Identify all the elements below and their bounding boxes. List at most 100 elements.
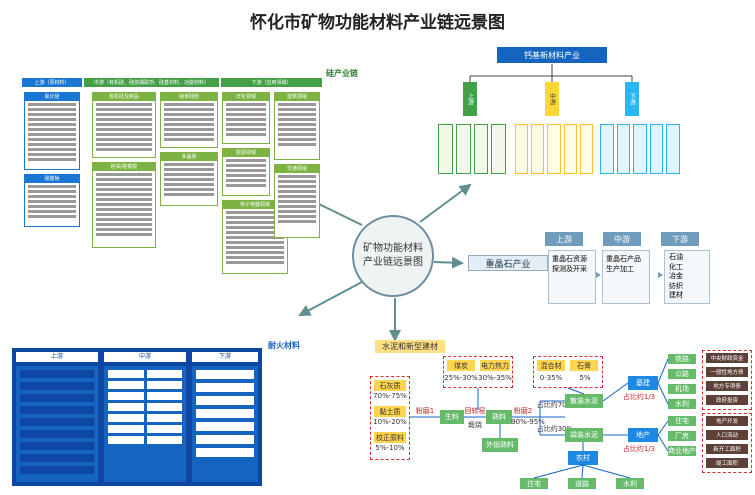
share-bulk: 占比约70%: [536, 401, 574, 409]
raw-limestone-pct: 70%-75%: [373, 392, 407, 400]
realty-drivers-group: [702, 413, 752, 473]
step-clinker: 熟料: [486, 410, 512, 424]
barite-down-item: 冶金: [669, 272, 683, 280]
group-polysilicon: 多晶硅: [160, 152, 218, 160]
raw-corrective-pct: 5%-10%: [375, 444, 405, 452]
barite-label: 重晶石产业: [468, 255, 548, 271]
group-energy: 能源领域: [222, 148, 270, 156]
raw-material-group: [370, 376, 410, 460]
refractory-up-list: [16, 366, 98, 482]
group-transport: 交通领域: [274, 164, 320, 172]
calcium-midstream-items: [515, 124, 594, 174]
infra-driver: 一般性地方债: [706, 367, 748, 377]
barite-down-item: 建材: [669, 291, 683, 299]
group-organic-silicon-list: [92, 100, 156, 158]
infra-item: 机场: [668, 384, 696, 394]
infra-item: 铁路: [668, 354, 696, 364]
infra-share: 占比约1/3: [622, 393, 656, 401]
band-downstream: 下游（应用领域）: [221, 78, 322, 87]
calcium-upstream-items: [438, 124, 506, 174]
infra-driver: 政府投资: [706, 395, 748, 405]
infra-node: 基建: [628, 376, 658, 390]
share-bag: 占比约30%: [536, 425, 574, 433]
rural-item: 住宅: [520, 478, 548, 489]
infra-driver: 中央财政资金: [706, 353, 748, 363]
calcium-upstream: 上游: [463, 82, 477, 116]
refractory-panel: 上游 中游 下游: [12, 348, 262, 486]
group-transport-list: [274, 172, 320, 238]
calcium-chain-title: 钙基新材料产业: [497, 47, 607, 63]
group-daily-chem-list: [222, 100, 270, 144]
barite-down-item: 化工: [669, 262, 683, 271]
realty-item: 厂房: [668, 431, 696, 441]
page-title: 怀化市矿物功能材料产业链远景图: [250, 13, 505, 33]
calcium-downstream: 下游: [625, 82, 639, 116]
infra-driver: 地方专项债: [706, 381, 748, 391]
mix-gypsum-pct: 5%: [579, 374, 591, 382]
group-electronics-list: [222, 208, 288, 274]
realty-item: 商业地产: [668, 446, 696, 456]
infra-drivers: 中央财政资金 一般性地方债 地方专项债 政府投资: [706, 353, 748, 405]
refractory-label: 耐火材料: [268, 341, 300, 350]
step-bulk-cement: 散装水泥: [565, 394, 603, 408]
refractory-down-list: [192, 366, 258, 482]
step-label-kiln: 回转窑: [464, 407, 486, 415]
step-rural: 农村: [568, 451, 598, 465]
realty-driver: 人口流动: [706, 430, 748, 440]
band-upstream: 上游（原材料）: [22, 78, 82, 87]
raw-clay-pct: 10%-20%: [373, 418, 407, 426]
silicon-chain-panel: 上游（原材料） 中游（有机硅、硅烷偶联剂、硅基材料、功能材料） 下游（应用领域）…: [22, 78, 322, 278]
refractory-upstream: 上游: [16, 352, 98, 362]
realty-driver: 竣工面积: [706, 458, 748, 468]
cement-label: 水泥和新型建材: [375, 340, 445, 353]
kiln-note: 煅烧: [468, 421, 482, 429]
barite-up-box: 重晶石资源探测及开采: [548, 250, 596, 304]
group-nano-silicon-list: [160, 100, 218, 148]
raw-limestone: 石灰质: [374, 380, 406, 391]
mix-gypsum: 石膏: [570, 360, 598, 371]
calcium-downstream-items: [600, 124, 680, 174]
group-construction-list: [274, 100, 320, 160]
realty-node: 地产: [628, 428, 658, 442]
barite-midstream: 中游: [603, 232, 641, 246]
group-silicon-chloride-list: [24, 100, 80, 170]
refractory-mid-list: [104, 366, 186, 482]
band-midstream: 中游（有机硅、硅烷偶联剂、硅基材料、功能材料）: [84, 78, 219, 87]
energy-group: [443, 356, 513, 388]
group-sodium-silicate-list: [24, 182, 80, 227]
group-energy-list: [222, 156, 270, 196]
refractory-downstream: 下游: [192, 352, 258, 362]
clinker-pct: 90%-95%: [511, 418, 545, 426]
infra-items: 铁路 公路 机场 水利: [668, 354, 696, 409]
group-polysilicon-list: [160, 160, 218, 206]
barite-arrows: [596, 272, 663, 278]
admixture-group: [533, 356, 603, 388]
barite-down-item: 纺织: [669, 281, 683, 290]
step-export-clinker: 外销熟料: [482, 438, 518, 452]
infra-drivers-group: [702, 350, 752, 410]
step-label-grind1: 粉磨1: [415, 407, 435, 415]
group-sodium-silicate: 硅酸钠: [24, 174, 80, 182]
barite-upstream: 上游: [545, 232, 583, 246]
barite-up-item: 重晶石资源探测及开采: [552, 255, 587, 273]
infra-item: 公路: [668, 369, 696, 379]
realty-driver: 地产开发: [706, 416, 748, 426]
step-raw-meal: 生料: [440, 410, 464, 424]
center-node: 矿物功能材料产业链远景图: [352, 215, 434, 297]
group-silicone-oil-list: [92, 170, 156, 248]
group-electronics: 电子电器领域: [222, 200, 288, 208]
center-label: 矿物功能材料产业链远景图: [363, 243, 423, 268]
group-silicon-chloride: 氯化硅: [24, 92, 80, 100]
group-daily-chem: 日化领域: [222, 92, 270, 100]
barite-mid-box: 重晶石产品生产加工: [602, 250, 650, 304]
raw-corrective: 校正原料: [374, 432, 406, 443]
group-nano-silicon: 纳米硅粉: [160, 92, 218, 100]
calcium-midstream: 中游: [545, 82, 559, 116]
energy-coal: 煤炭: [447, 360, 475, 371]
realty-items: 住宅 厂房 商业地产: [668, 416, 696, 456]
realty-drivers: 地产开发 人口流动 新开工面积 竣工面积: [706, 416, 748, 468]
raw-clay: 黏土质: [374, 406, 406, 417]
barite-downstream: 下游: [661, 232, 699, 246]
energy-power: 电力热力: [480, 360, 510, 371]
